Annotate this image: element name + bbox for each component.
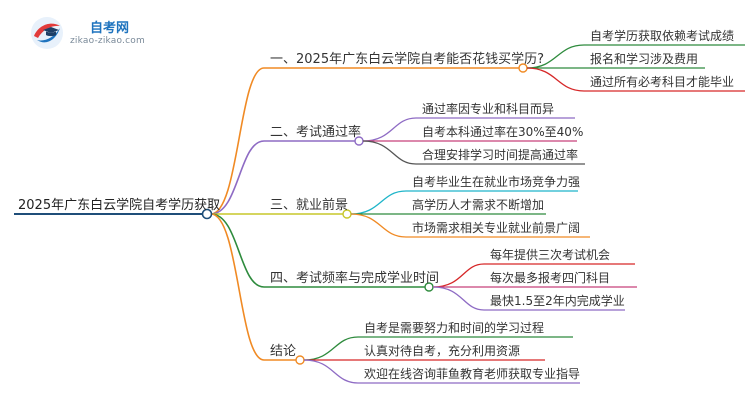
branch-label: 二、考试通过率 [270,125,362,140]
leaf-label: 市场需求相关专业就业前景广阔 [412,221,581,235]
branch-connector [210,140,265,215]
branch-label: 结论 [270,344,297,359]
leaf-connector [362,140,417,165]
branch-connector [210,67,265,215]
site-logo[interactable]: 自考网 zikao-zikao.com [30,14,150,50]
branch-connector [210,213,265,288]
leaf-label: 欢迎在线咨询菲鱼教育老师获取专业指导 [364,367,581,381]
leaf-connector [303,359,359,384]
leaf-label: 通过率因专业和科目而异 [422,102,555,116]
leaf-label: 每次最多报考四门科目 [490,271,611,285]
leaf-connector [526,44,585,69]
branch-node [295,355,305,365]
leaf-label: 自考学历获取依赖考试成绩 [590,29,735,43]
leaf-connector [526,67,585,92]
leaf-label: 高学历人才需求不断增加 [412,198,545,212]
leaf-label: 自考本科通过率在30%至40% [422,125,584,139]
leaf-connector [362,117,417,142]
leaf-connector [350,190,407,215]
branch-label: 四、考试频率与完成学业时间 [270,271,440,286]
leaf-connector [432,263,485,288]
root-node-label: 2025年广东白云学院自考学历获取 [18,198,221,213]
leaf-connector [303,336,359,361]
branch-label: 一、2025年广东白云学院自考能否花钱买学历? [270,52,544,67]
graduation-cap-icon [31,17,63,49]
logo-title: 自考网 [90,21,130,36]
leaf-connector [432,286,485,311]
root-node [201,208,213,220]
leaf-label: 自考是需要努力和时间的学习过程 [364,321,545,335]
leaf-label: 报名和学习涉及费用 [590,52,699,66]
leaf-label: 合理安排学习时间提高通过率 [422,148,579,162]
branch-label: 三、就业前景 [270,198,349,213]
leaf-label: 自考毕业生在就业市场竞争力强 [412,175,581,189]
leaf-connector [350,213,407,238]
logo-subtitle: zikao-zikao.com [70,36,145,46]
leaf-label: 认真对待自考，充分利用资源 [364,344,521,358]
leaf-label: 通过所有必考科目才能毕业 [590,75,735,89]
leaf-label: 每年提供三次考试机会 [490,248,611,262]
branch-connector [210,213,265,361]
leaf-label: 最快1.5至2年内完成学业 [490,294,625,308]
